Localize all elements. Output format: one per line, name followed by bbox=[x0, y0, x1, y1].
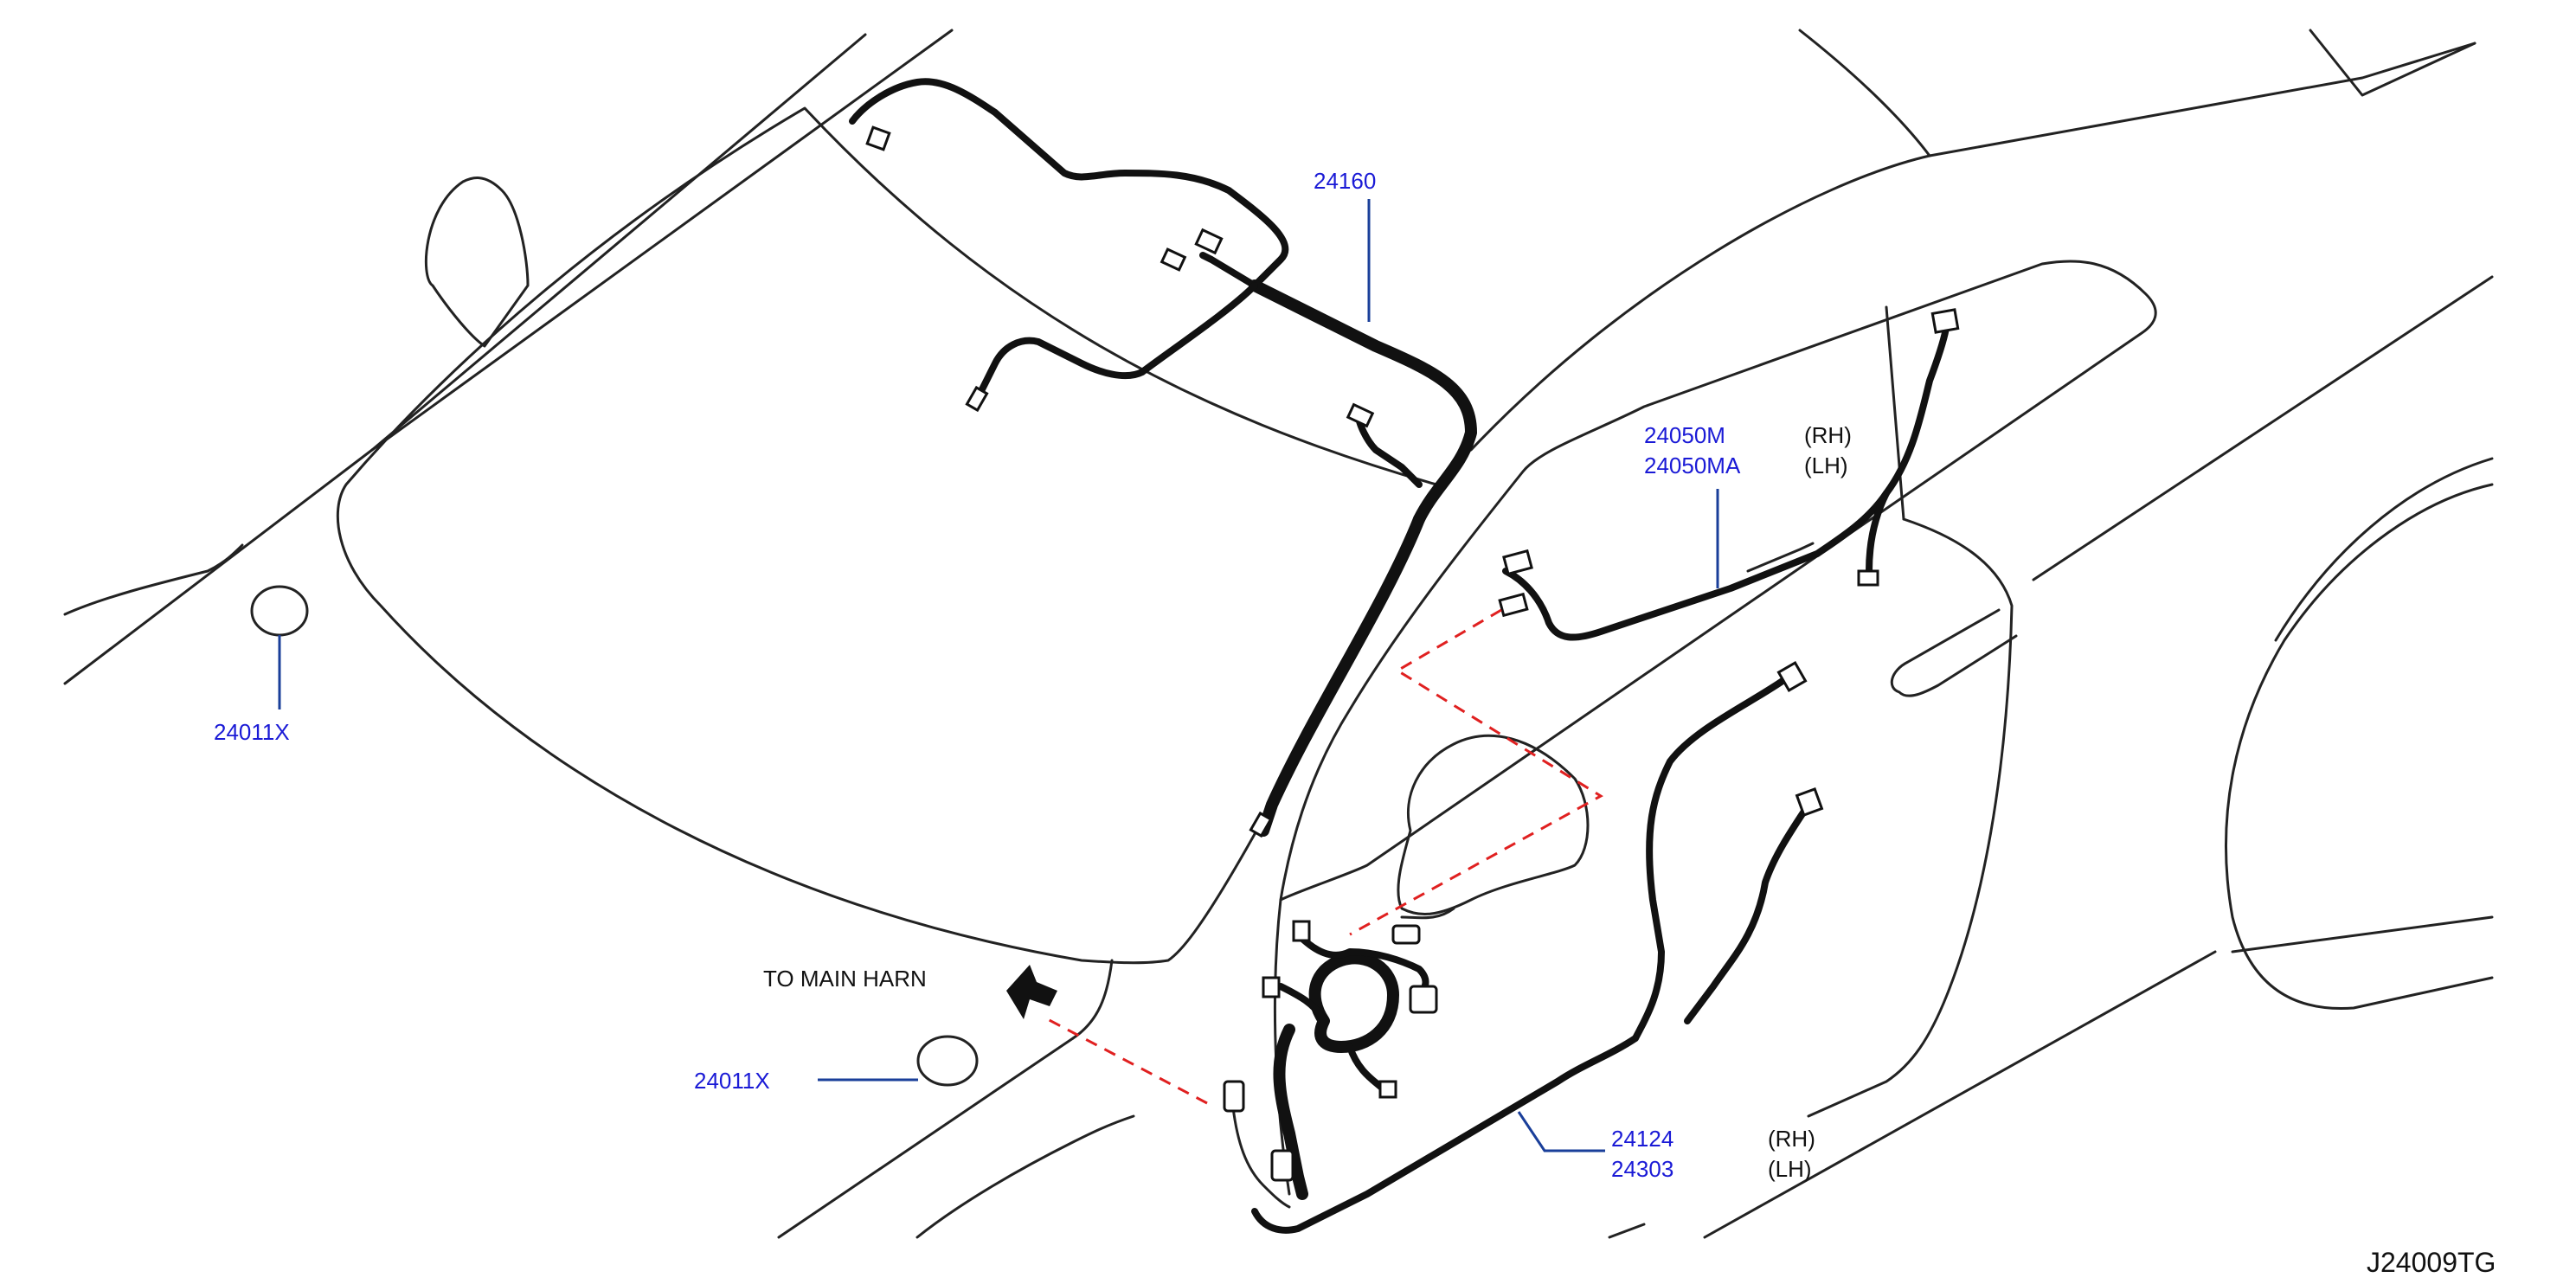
grommet-center bbox=[916, 1035, 979, 1087]
door-glass-harness-24050m bbox=[1498, 308, 1960, 641]
label-24011x-center: 24011X bbox=[694, 1068, 770, 1094]
leader-lines bbox=[278, 199, 1719, 1152]
arrow-to-main-harn-icon bbox=[1006, 965, 1057, 1019]
car-body-outline bbox=[63, 29, 2494, 1239]
roof-harness-24160 bbox=[849, 78, 1477, 838]
label-24011x-left: 24011X bbox=[214, 719, 290, 745]
grommet-left bbox=[250, 585, 309, 637]
label-24050ma: 24050MA bbox=[1644, 453, 1741, 478]
label-24050m-side: (RH) bbox=[1804, 422, 1852, 448]
label-24050m: 24050M bbox=[1644, 422, 1725, 448]
routing-dashed-lines bbox=[1042, 608, 1603, 1105]
label-to-main-harn: TO MAIN HARN bbox=[763, 966, 927, 992]
label-24303-side: (LH) bbox=[1768, 1156, 1812, 1182]
label-24124: 24124 bbox=[1611, 1126, 1673, 1152]
label-24160: 24160 bbox=[1314, 168, 1376, 194]
door-harness-24124 bbox=[1223, 661, 1824, 1234]
label-24124-side: (RH) bbox=[1768, 1126, 1815, 1152]
label-24303: 24303 bbox=[1611, 1156, 1673, 1182]
diagram-code: J24009TG bbox=[2367, 1247, 2496, 1278]
label-24050ma-side: (LH) bbox=[1804, 453, 1848, 478]
